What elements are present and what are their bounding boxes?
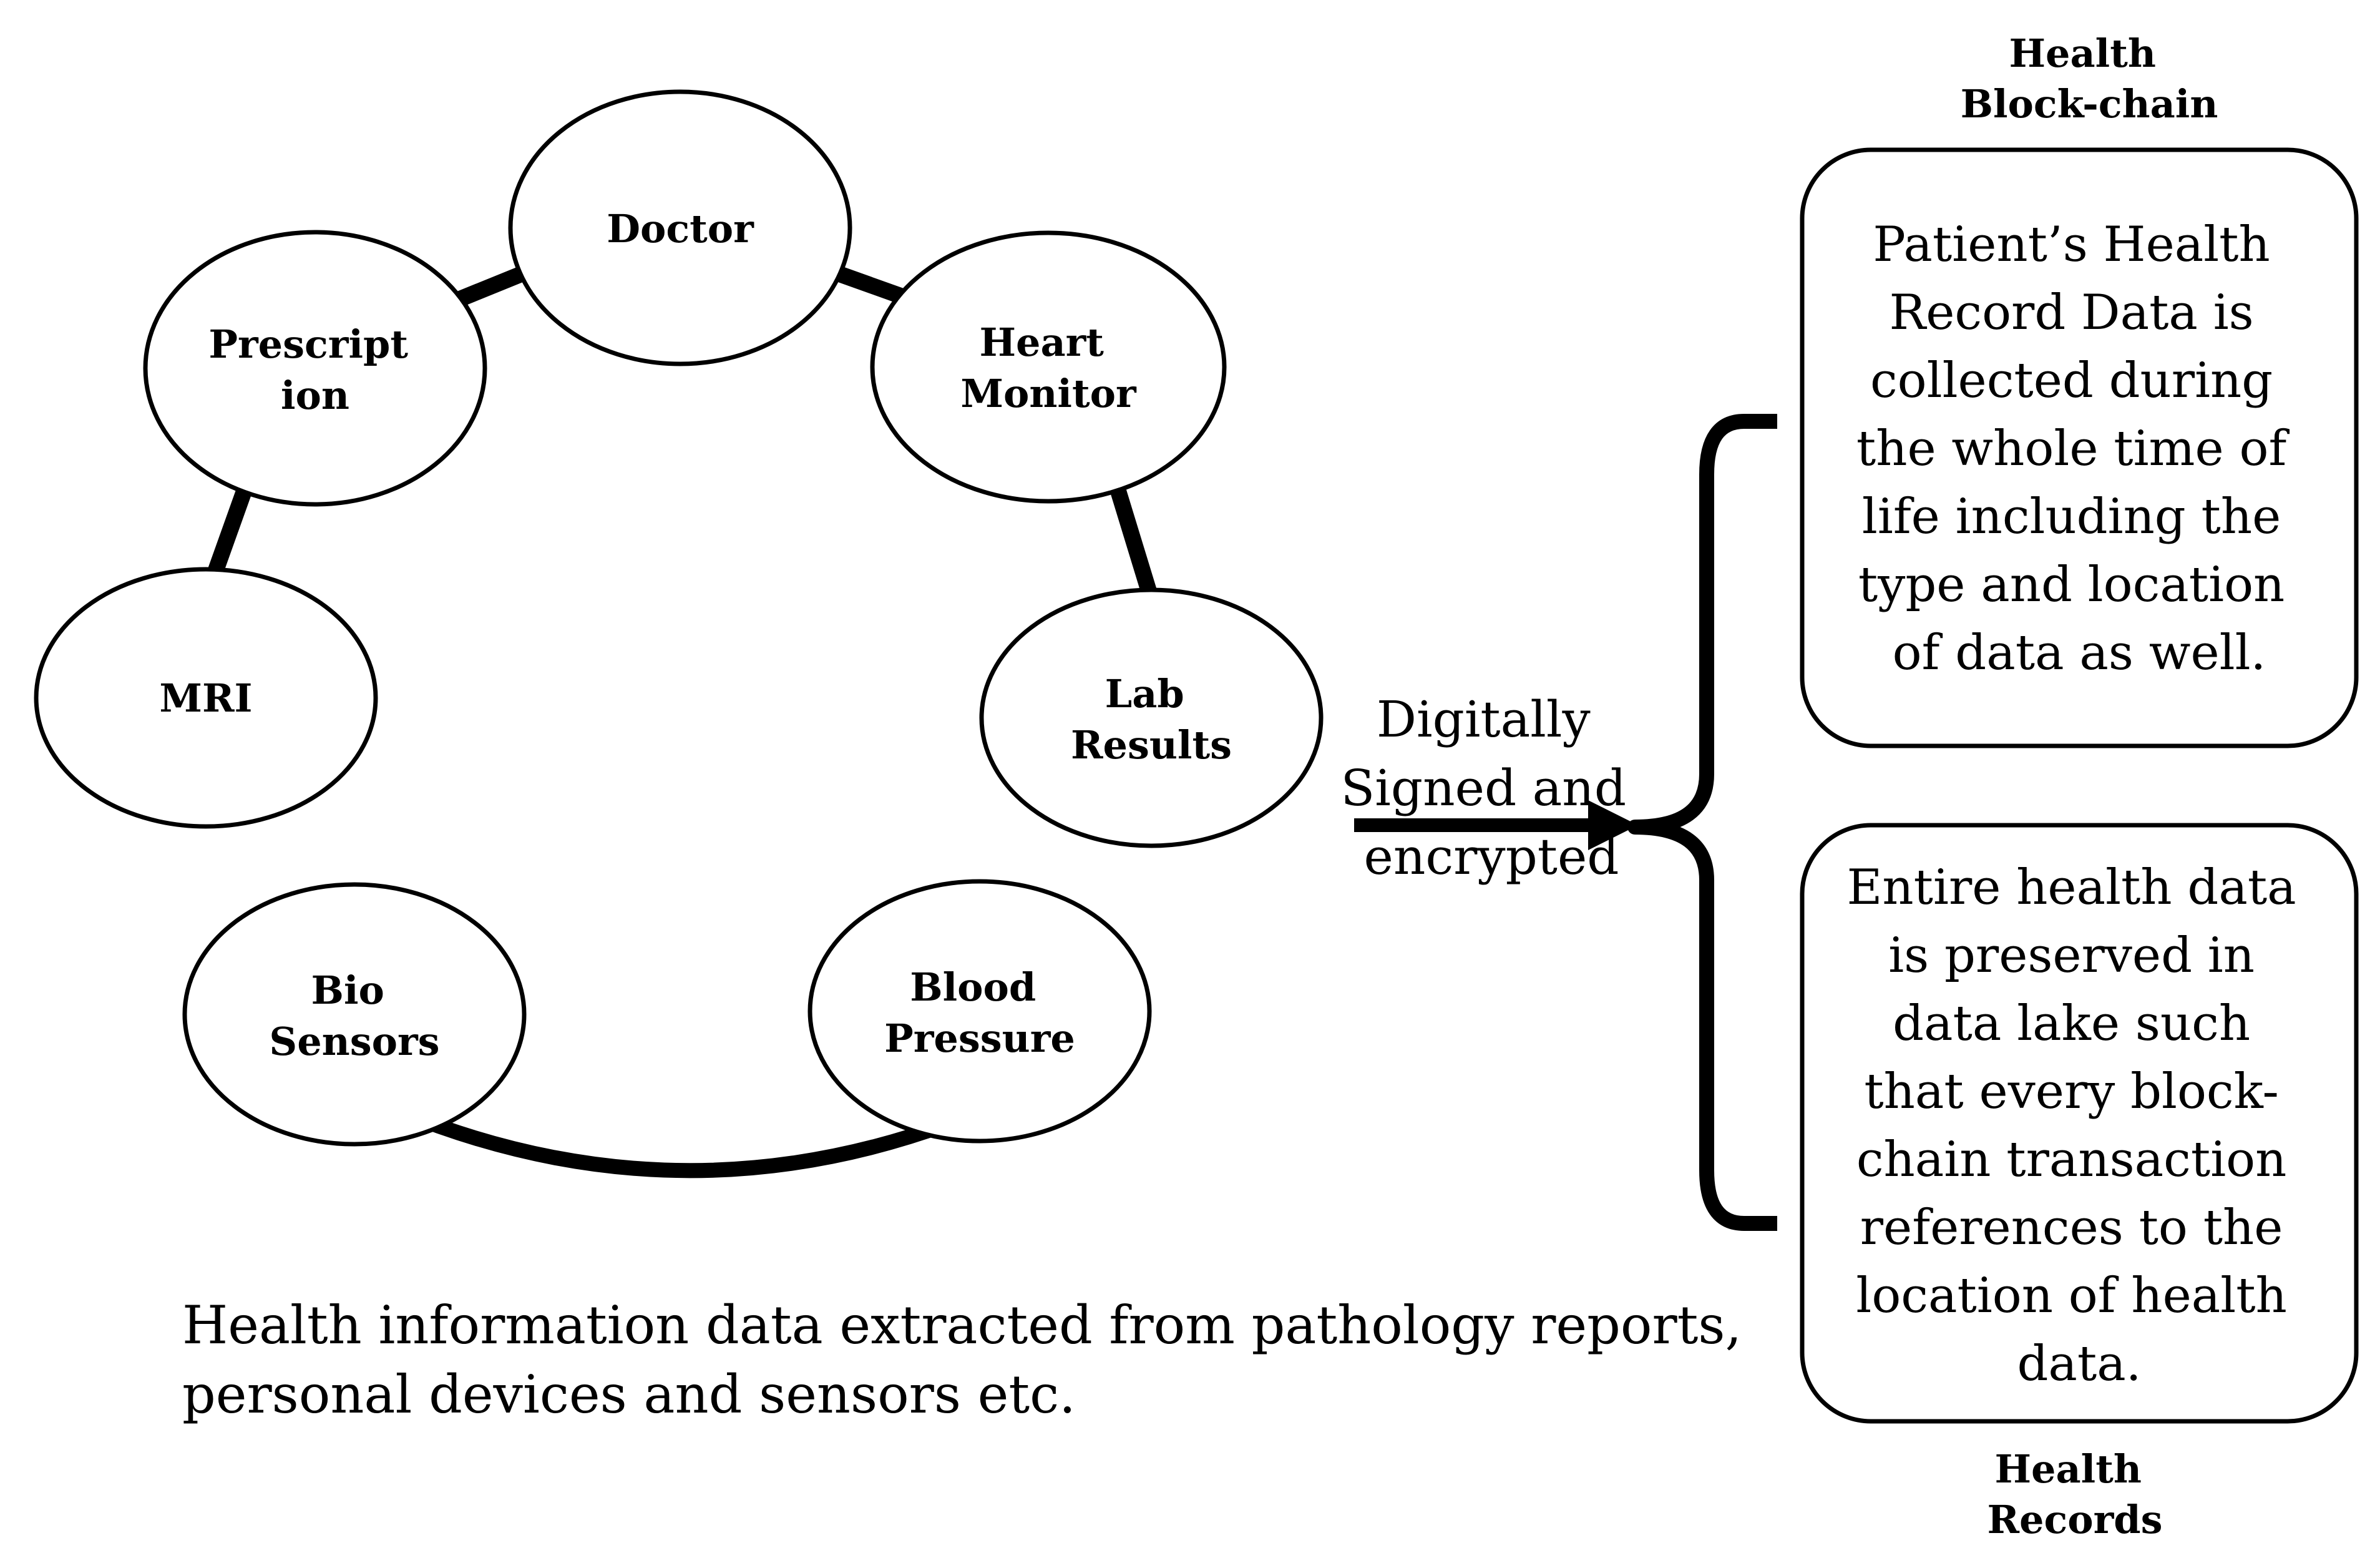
arrow-label-line3: encrypted xyxy=(1363,828,1619,886)
node-bio-sensors: Bio Sensors xyxy=(182,882,527,1147)
records-text-line5: chain transaction xyxy=(1856,1132,2286,1188)
connector-heart-monitor-lab xyxy=(1109,484,1159,602)
node-lab-results-shape xyxy=(979,587,1324,848)
records-heading-line2: Records xyxy=(1987,1497,2163,1542)
records-text-line7: location of health xyxy=(1856,1268,2286,1324)
arrow-head xyxy=(1588,800,1638,850)
caption: Health information data extracted from p… xyxy=(182,1295,1758,1425)
node-lab-results: Lab Results xyxy=(979,587,1324,848)
records-text-line3: data lake such xyxy=(1893,996,2250,1052)
node-heart-monitor: Heart Monitor xyxy=(870,230,1227,504)
caption-line1: Health information data extracted from p… xyxy=(182,1295,1742,1356)
arrow xyxy=(1354,800,1638,850)
node-bio-sensors-label-line2: Sensors xyxy=(269,1019,439,1064)
node-doctor: Doctor xyxy=(508,89,852,366)
node-blood-pressure-shape xyxy=(807,879,1152,1144)
caption-line2: personal devices and sensors etc. xyxy=(182,1364,1076,1425)
node-heart-monitor-shape xyxy=(870,230,1227,504)
blockchain-text-line1: Patient’s Health xyxy=(1873,217,2270,273)
svg-text:MRI: MRI xyxy=(159,675,252,721)
node-prescription: Prescript ion xyxy=(143,230,487,507)
svg-text:Bio Sensors: Bio Sensors xyxy=(269,968,439,1064)
node-doctor-shape xyxy=(508,89,852,366)
blockchain-box xyxy=(1800,147,2359,748)
node-mri-label: MRI xyxy=(159,675,252,721)
node-bio-sensors-label-line1: Bio xyxy=(311,968,384,1013)
blockchain-text-line7: of data as well. xyxy=(1893,625,2266,681)
node-mri-shape xyxy=(34,567,378,829)
node-blood-pressure-label-line2: Pressure xyxy=(884,1016,1075,1061)
node-bio-sensors-shape xyxy=(182,882,527,1147)
node-doctor-label: Doctor xyxy=(607,206,754,252)
records-text-line1: Entire health data xyxy=(1846,860,2296,916)
node-heart-monitor-label-line1: Heart xyxy=(979,320,1104,365)
blockchain-heading-line1: Health xyxy=(2009,31,2155,76)
records-text-line6: references to the xyxy=(1860,1200,2283,1256)
curly-brace xyxy=(1627,414,1777,1231)
blockchain-text-line4: the whole time of xyxy=(1856,421,2290,477)
node-blood-pressure-label-line1: Blood xyxy=(910,964,1036,1010)
blockchain-heading: Health Block-chain xyxy=(1961,31,2218,127)
blockchain-heading-line2: Block-chain xyxy=(1961,81,2218,127)
connector-prescription-mri xyxy=(204,490,251,584)
svg-text:Doctor: Doctor xyxy=(607,206,754,252)
records-heading: Health Records xyxy=(1987,1446,2163,1542)
svg-text:Heart Monitor: Heart Monitor xyxy=(960,320,1137,416)
node-prescription-shape xyxy=(143,230,487,507)
blockchain-text-line3: collected during xyxy=(1870,353,2273,409)
records-text: Entire health data is preserved in data … xyxy=(1846,860,2311,1392)
blockchain-text-line5: life including the xyxy=(1862,489,2281,545)
blockchain-text: Patient’s Health Record Data is collecte… xyxy=(1856,217,2302,681)
blockchain-text-line6: type and location xyxy=(1858,557,2285,613)
node-prescription-label-line1: Prescript xyxy=(208,321,408,367)
node-mri: MRI xyxy=(34,567,378,829)
connector-bio-blood xyxy=(396,1104,952,1178)
records-text-line8: data. xyxy=(2017,1336,2141,1392)
svg-text:Blood Pressure: Blood Pressure xyxy=(884,964,1075,1061)
node-heart-monitor-label-line2: Monitor xyxy=(960,371,1137,416)
arrow-label-line1: Digitally xyxy=(1377,690,1591,748)
svg-text:Lab Results: Lab Results xyxy=(1071,671,1232,768)
blockchain-text-line2: Record Data is xyxy=(1890,285,2254,341)
records-text-line4: that every block- xyxy=(1864,1064,2279,1120)
records-box xyxy=(1800,823,2359,1424)
records-heading-line1: Health xyxy=(1994,1446,2141,1492)
svg-text:Prescript ion: Prescript ion xyxy=(208,321,421,418)
records-text-line2: is preserved in xyxy=(1888,928,2255,984)
node-lab-results-label-line1: Lab xyxy=(1105,671,1184,717)
node-prescription-label-line2: ion xyxy=(281,373,349,418)
arrow-label: Digitally Signed and encrypted xyxy=(1341,690,1642,886)
arrow-label-line2: Signed and xyxy=(1341,759,1627,817)
node-blood-pressure: Blood Pressure xyxy=(807,879,1152,1144)
node-lab-results-label-line2: Results xyxy=(1071,722,1232,768)
